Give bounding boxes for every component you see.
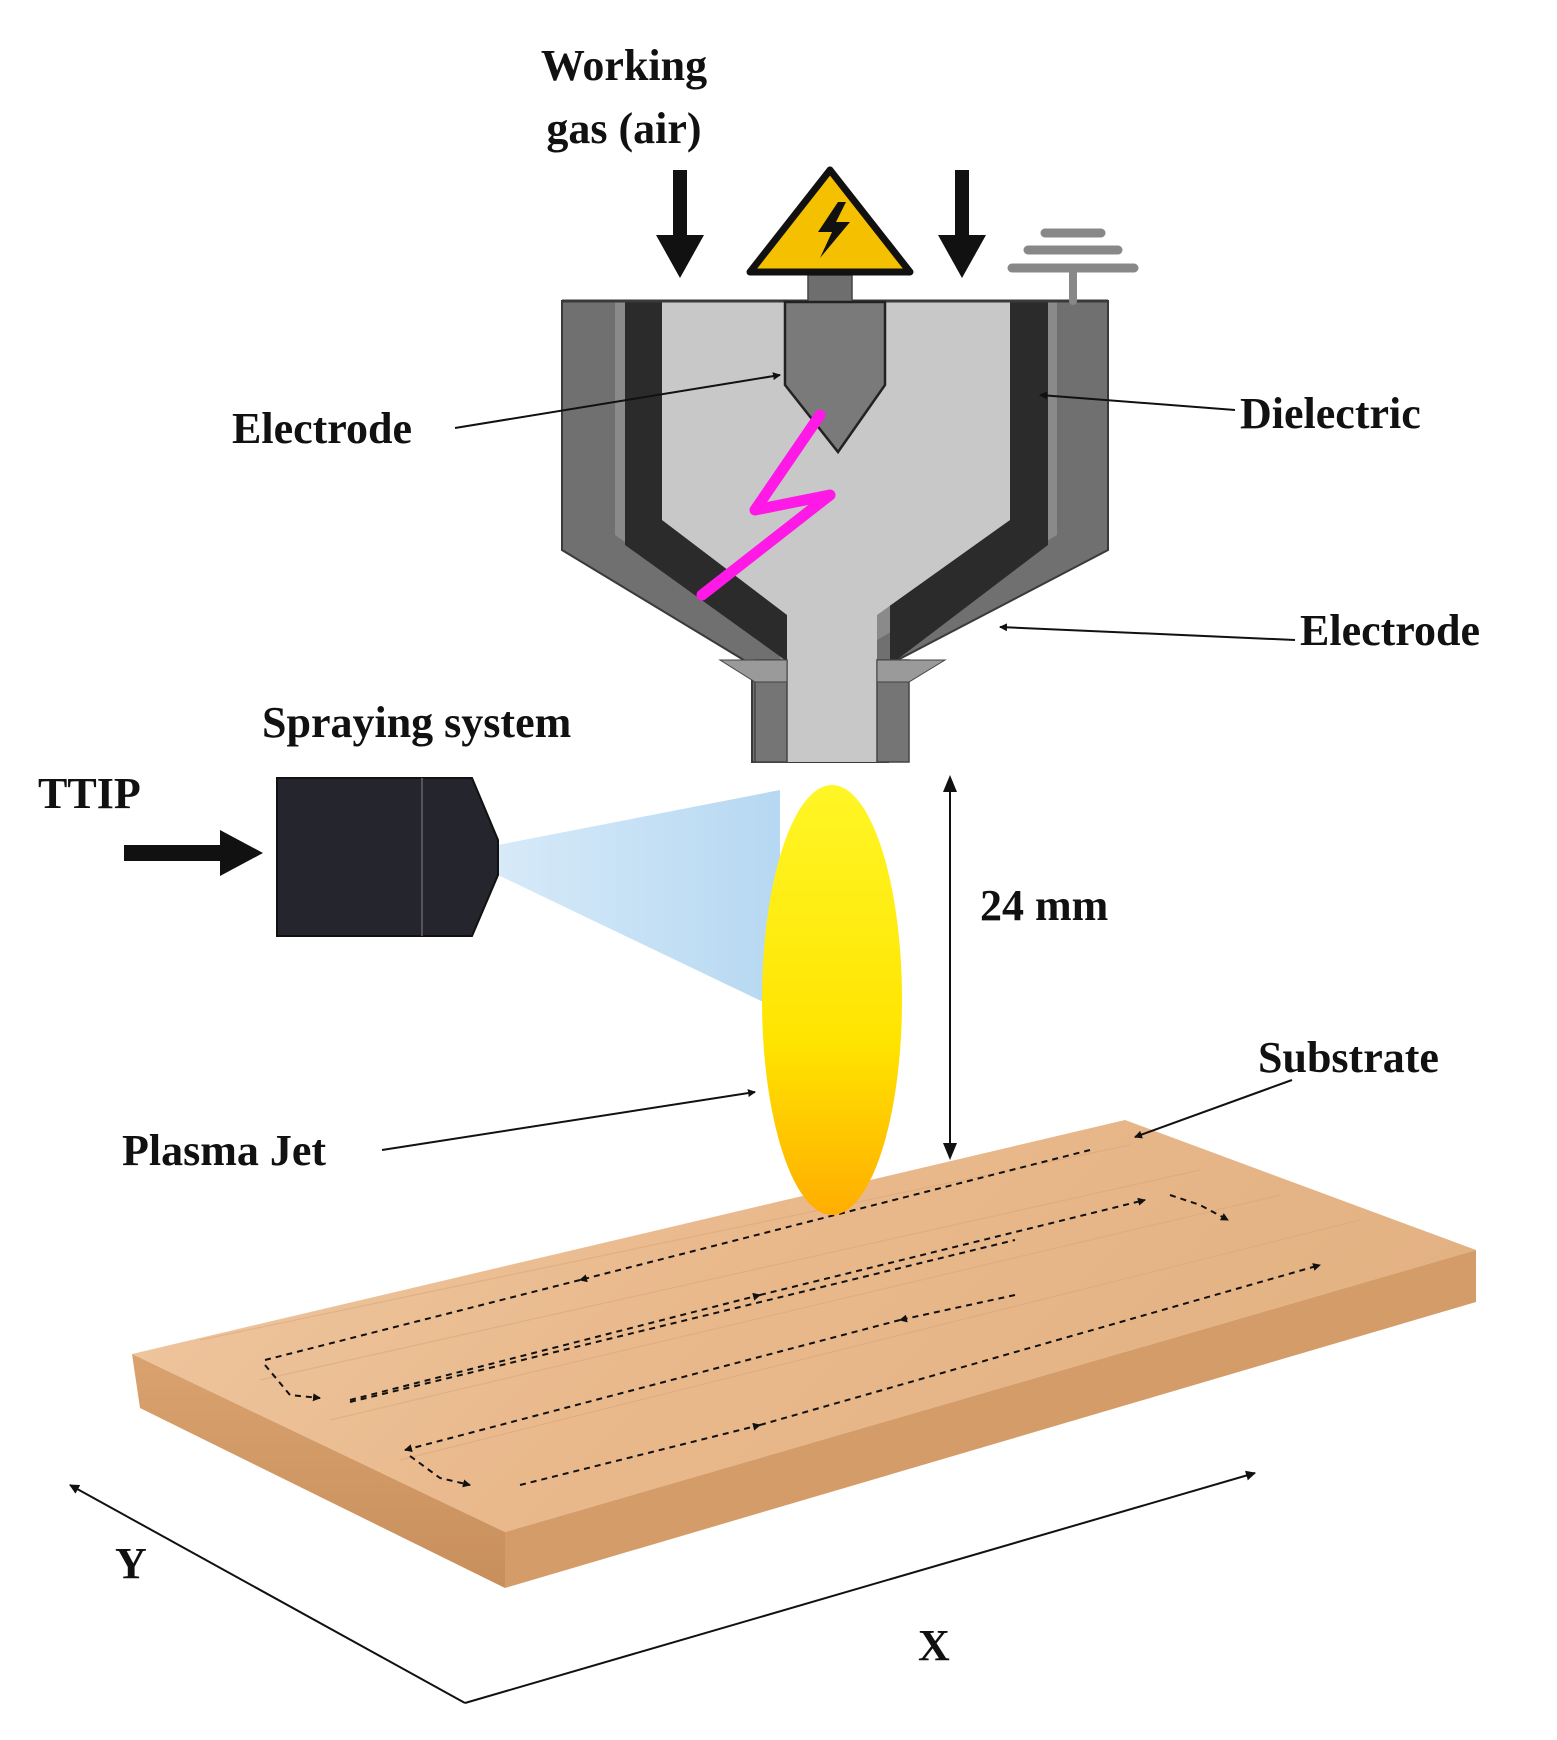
label-substrate: Substrate: [1258, 1033, 1439, 1082]
plasma-torch: [561, 274, 1109, 763]
scan-line-9: [349, 1239, 1016, 1403]
label-distance: 24 mm: [980, 881, 1108, 930]
leader-electrode-top: [454, 372, 781, 429]
scan-line-5: [899, 1294, 1016, 1323]
label-axis-y: Y: [115, 1539, 147, 1588]
high-voltage-warning-icon: [746, 166, 914, 276]
label-plasma-jet: Plasma Jet: [122, 1126, 326, 1175]
scan-line-3: [349, 1292, 761, 1401]
raster-scan-path: [264, 1149, 1321, 1488]
label-electrode-top: Electrode: [232, 404, 412, 453]
nozzle-right-collar: [876, 659, 947, 683]
label-spraying-system: Spraying system: [262, 698, 571, 747]
nozzle-left-collar: [718, 659, 788, 683]
gas-inlet-arrow-left-icon: [656, 170, 704, 278]
spraying-nozzle: [276, 777, 499, 937]
label-working-gas-line2: gas (air): [546, 104, 701, 153]
central-electrode: [783, 300, 887, 455]
gas-inlet-arrow-right-icon: [938, 170, 986, 278]
scan-turn-1: [264, 1364, 321, 1402]
leader-plasma-jet: [381, 1089, 756, 1151]
label-ttip: TTIP: [38, 769, 141, 818]
electrode-connector: [807, 274, 853, 303]
plasma-jet-flame: [762, 785, 902, 1215]
axis-x-line: [464, 1470, 1256, 1704]
label-axis-x: X: [918, 1621, 950, 1670]
substrate-board: [132, 1120, 1476, 1588]
scan-line-6: [404, 1319, 901, 1453]
scan-line-7: [519, 1422, 761, 1486]
axis-y-line: [69, 1484, 466, 1704]
label-dielectric: Dielectric: [1240, 389, 1421, 438]
label-working-gas-line1: Working: [541, 41, 707, 90]
leader-dielectric: [1039, 391, 1236, 411]
ttip-inlet-arrow-icon: [124, 830, 263, 876]
label-electrode-side: Electrode: [1300, 606, 1480, 655]
ground-symbol-icon: [1007, 228, 1139, 305]
leader-lines: [381, 372, 1296, 1151]
scan-line-4: [759, 1197, 1146, 1296]
spray-mist: [498, 790, 780, 1010]
leader-substrate: [1134, 1079, 1293, 1139]
coordinate-axes: [69, 1470, 1256, 1704]
scan-line-8: [759, 1263, 1321, 1426]
discharge-spark-icon: [696, 409, 836, 601]
dielectric-left: [625, 301, 792, 665]
distance-dimension: [943, 775, 957, 1160]
gas-chamber: [662, 301, 1010, 762]
leader-electrode-side: [999, 623, 1296, 641]
scan-turn-3: [409, 1455, 471, 1488]
